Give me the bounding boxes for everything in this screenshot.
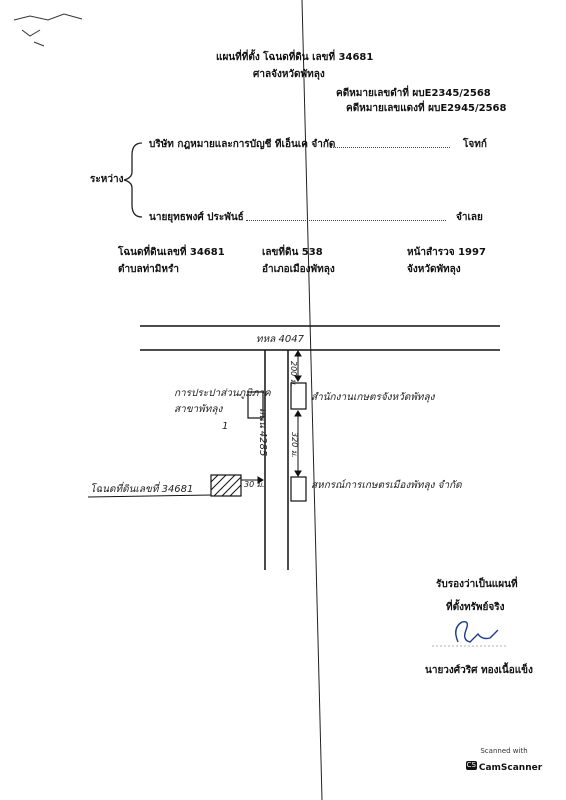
court-name: ศาลจังหวัดพัทลุง bbox=[253, 69, 325, 80]
watermark-brand: CamScanner bbox=[478, 763, 543, 773]
district: อำเภอเมืองพัทลุง bbox=[262, 264, 335, 275]
land-pointer-line bbox=[87, 494, 212, 498]
page-title: แผนที่ที่ตั้ง โฉนดที่ดิน เลขที่ 34681 bbox=[216, 52, 374, 63]
right-building-top-box bbox=[290, 382, 307, 410]
plaintiff-role: โจทก์ bbox=[463, 139, 487, 150]
highway-label: ทหล 4047 bbox=[256, 334, 304, 345]
land-pointer-label: โฉนดที่ดินเลขที่ 34681 bbox=[90, 484, 194, 495]
signature bbox=[455, 620, 499, 643]
brace bbox=[123, 142, 143, 218]
right-building-bottom-label: สหกรณ์การเกษตรเมืองพัทลุง จำกัด bbox=[311, 480, 462, 491]
certification-line-2: ที่ตั้งทรัพย์จริง bbox=[446, 602, 505, 613]
right-building-bottom-box bbox=[290, 476, 307, 502]
watermark-small-text: Scanned with bbox=[480, 747, 528, 755]
plaintiff-dotted-line bbox=[330, 147, 450, 148]
defendant-name: นายยุทธพงศ์ ประพันธ์ bbox=[149, 212, 244, 223]
defendant-role: จำเลย bbox=[456, 212, 483, 223]
deed-number: โฉนดที่ดินเลขที่ 34681 bbox=[118, 247, 225, 258]
certification-line-1: รับรองว่าเป็นแผนที่ bbox=[436, 579, 518, 590]
left-building-box bbox=[247, 391, 264, 419]
dist-middle-label: 320 ม. bbox=[290, 432, 299, 458]
signer-name: นายวงศ์วริศ ทองเนื้อแข็ง bbox=[425, 665, 533, 676]
survey-page: หน้าสำรวจ 1997 bbox=[407, 247, 486, 258]
left-building-number: 1 bbox=[222, 421, 229, 432]
defendant-dotted-line bbox=[246, 220, 446, 221]
corner-scribble bbox=[13, 13, 83, 47]
land-number: เลขที่ดิน 538 bbox=[262, 247, 323, 258]
land-plot-hatch bbox=[210, 474, 242, 497]
scan-fold-line bbox=[301, 0, 323, 800]
province: จังหวัดพัทลุง bbox=[407, 264, 461, 275]
black-case-number: คดีหมายเลขดำที่ ผบE2345/2568 bbox=[336, 88, 491, 99]
subdistrict: ตำบลท่ามิหรำ bbox=[118, 264, 179, 275]
left-building-label-1: การประปาส่วนภูมิภาค bbox=[174, 388, 271, 399]
left-building-label-2: สาขาพัทลุง bbox=[174, 404, 223, 415]
dist-top-label: 200 ม. bbox=[289, 361, 298, 387]
side-road-label: ถนน 4285 bbox=[257, 408, 268, 457]
plaintiff-name: บริษัท กฎหมายและการบัญชี ทีเอ็นเค จำกัด bbox=[149, 139, 336, 150]
right-building-top-label: สำนักงานเกษตรจังหวัดพัทลุง bbox=[311, 392, 435, 403]
red-case-number: คดีหมายเลขแดงที่ ผบE2945/2568 bbox=[346, 103, 507, 114]
between-label: ระหว่าง bbox=[90, 174, 124, 185]
camscanner-icon: CS bbox=[465, 761, 477, 770]
dist-land-label: 30 ม. bbox=[244, 480, 265, 489]
